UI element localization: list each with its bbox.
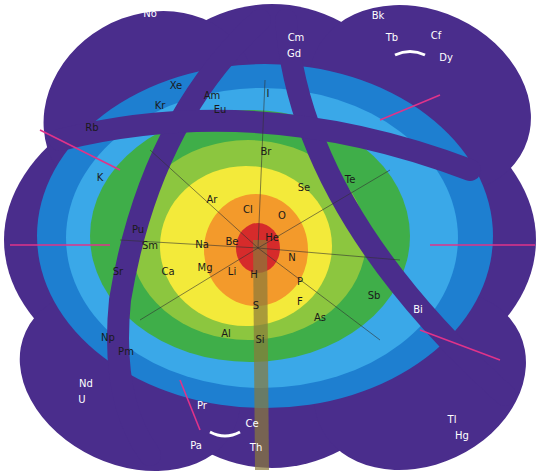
element-symbol: Pu: [132, 225, 144, 235]
element-symbol: Sm: [142, 241, 158, 251]
element-symbol: Pa: [190, 441, 202, 451]
element-symbol: Ce: [245, 419, 258, 429]
element-symbol: I: [267, 89, 270, 99]
element-symbol: As: [314, 313, 326, 323]
element-symbol: He: [265, 233, 279, 243]
element-symbol: S: [253, 301, 259, 311]
element-symbol: Na: [195, 240, 209, 250]
element-symbol: Nd: [79, 379, 93, 389]
element-symbol: H: [250, 270, 258, 280]
element-symbol: Bk: [372, 11, 385, 21]
element-symbol: Mg: [198, 263, 213, 273]
element-symbol: P: [297, 277, 303, 287]
element-symbol: Pm: [118, 347, 134, 357]
element-symbol: Hg: [455, 431, 469, 441]
element-symbol: Cm: [288, 33, 305, 43]
element-symbol: Al: [221, 329, 231, 339]
element-symbol: Be: [225, 237, 238, 247]
element-symbol: Ar: [207, 195, 218, 205]
element-symbol: Sb: [368, 291, 381, 301]
element-symbol: Eu: [214, 105, 227, 115]
element-symbol: F: [297, 297, 303, 307]
element-symbol: Bi: [413, 305, 423, 315]
element-symbol: Te: [345, 175, 356, 185]
element-symbol: Si: [255, 335, 264, 345]
element-symbol: Kr: [155, 101, 166, 111]
element-symbol: U: [78, 395, 85, 405]
element-symbol: Th: [250, 443, 262, 453]
element-symbol: Br: [261, 147, 272, 157]
element-symbol: Tl: [448, 415, 457, 425]
element-symbol: No: [143, 9, 157, 19]
element-symbol: N: [288, 253, 295, 263]
element-symbol: Am: [204, 91, 221, 101]
element-symbol: Np: [101, 333, 115, 343]
element-symbol: Dy: [439, 53, 453, 63]
element-symbol: Se: [298, 183, 311, 193]
element-symbol: Pr: [197, 401, 207, 411]
element-symbol: Ca: [161, 267, 174, 277]
element-symbol: Xe: [170, 81, 183, 91]
element-symbol: Sr: [113, 267, 123, 277]
element-symbol: Gd: [287, 49, 301, 59]
element-symbol: Rb: [85, 123, 98, 133]
element-symbol: K: [97, 173, 104, 183]
element-symbol: Tb: [386, 33, 398, 43]
element-symbol: O: [278, 211, 286, 221]
element-symbol: Cf: [431, 31, 442, 41]
element-symbol: Li: [228, 267, 236, 277]
element-symbol: Cl: [243, 205, 253, 215]
